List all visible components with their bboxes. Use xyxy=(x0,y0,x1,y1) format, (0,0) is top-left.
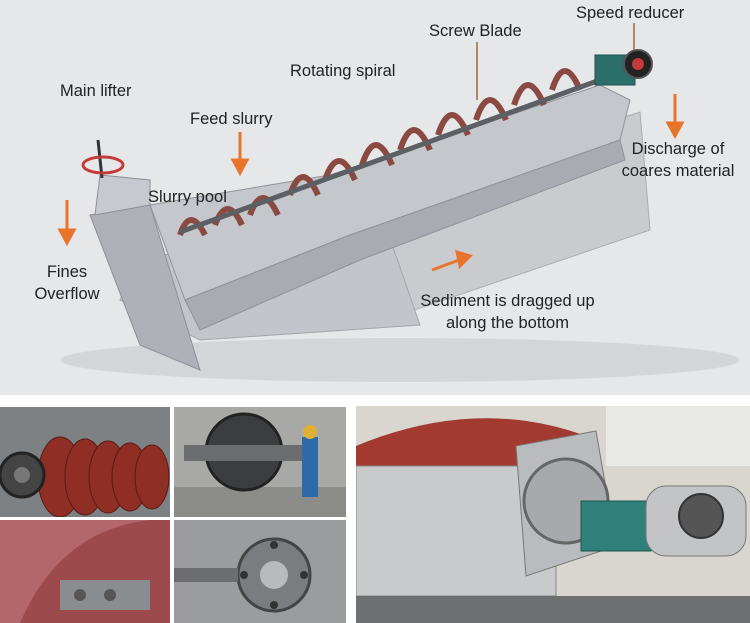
label-sediment: Sediment is dragged up along the bottom xyxy=(400,290,615,334)
discharge-arrow-head xyxy=(665,121,685,140)
lifter-wheel xyxy=(81,155,125,175)
photo-flange-closeup-art xyxy=(0,520,170,623)
label-sediment-line1: Sediment is dragged up xyxy=(420,292,595,310)
machine-illustration xyxy=(57,23,740,382)
label-rotating-spiral: Rotating spiral xyxy=(290,62,396,80)
label-discharge-line2: coares material xyxy=(621,162,735,180)
ground-shadow xyxy=(60,338,740,382)
photo-shaft-bolts-art xyxy=(174,520,346,623)
label-discharge-line1: Discharge of xyxy=(631,140,725,158)
flow-arrows xyxy=(57,94,685,272)
photo-shaft-bolts xyxy=(174,520,346,623)
label-fines-line2: Overflow xyxy=(34,285,100,303)
label-main-lifter: Main lifter xyxy=(60,82,132,100)
label-speed-reducer: Speed reducer xyxy=(576,4,685,22)
sediment-arrow-head xyxy=(454,249,473,270)
label-feed-slurry: Feed slurry xyxy=(190,110,273,128)
photo-drive-unit xyxy=(356,406,750,623)
label-sediment-line2: along the bottom xyxy=(446,314,569,332)
label-fines-line1: Fines xyxy=(46,263,88,281)
label-fines-overflow: Fines Overflow xyxy=(22,261,112,305)
feed-arrow-head xyxy=(230,158,250,177)
label-discharge: Discharge of coares material xyxy=(608,138,748,182)
label-slurry-pool: Slurry pool xyxy=(148,188,227,206)
photo-worker-shaft-art xyxy=(174,407,346,517)
label-screw-blade: Screw Blade xyxy=(429,22,522,40)
photo-spiral-gear xyxy=(0,407,170,517)
speed-reducer-hub xyxy=(632,58,644,70)
photo-drive-unit-art xyxy=(356,406,750,623)
photo-worker-shaft xyxy=(174,407,346,517)
trough-underside xyxy=(184,139,626,331)
photo-spiral-gear-art xyxy=(0,407,170,517)
classifier-diagram: Main lifter Feed slurry Rotating spiral … xyxy=(0,0,750,395)
photo-flange-closeup xyxy=(0,520,170,623)
sediment-arrow-shaft xyxy=(431,257,463,272)
spiral-shaft xyxy=(179,77,601,235)
fines-arrow-head xyxy=(57,228,77,247)
